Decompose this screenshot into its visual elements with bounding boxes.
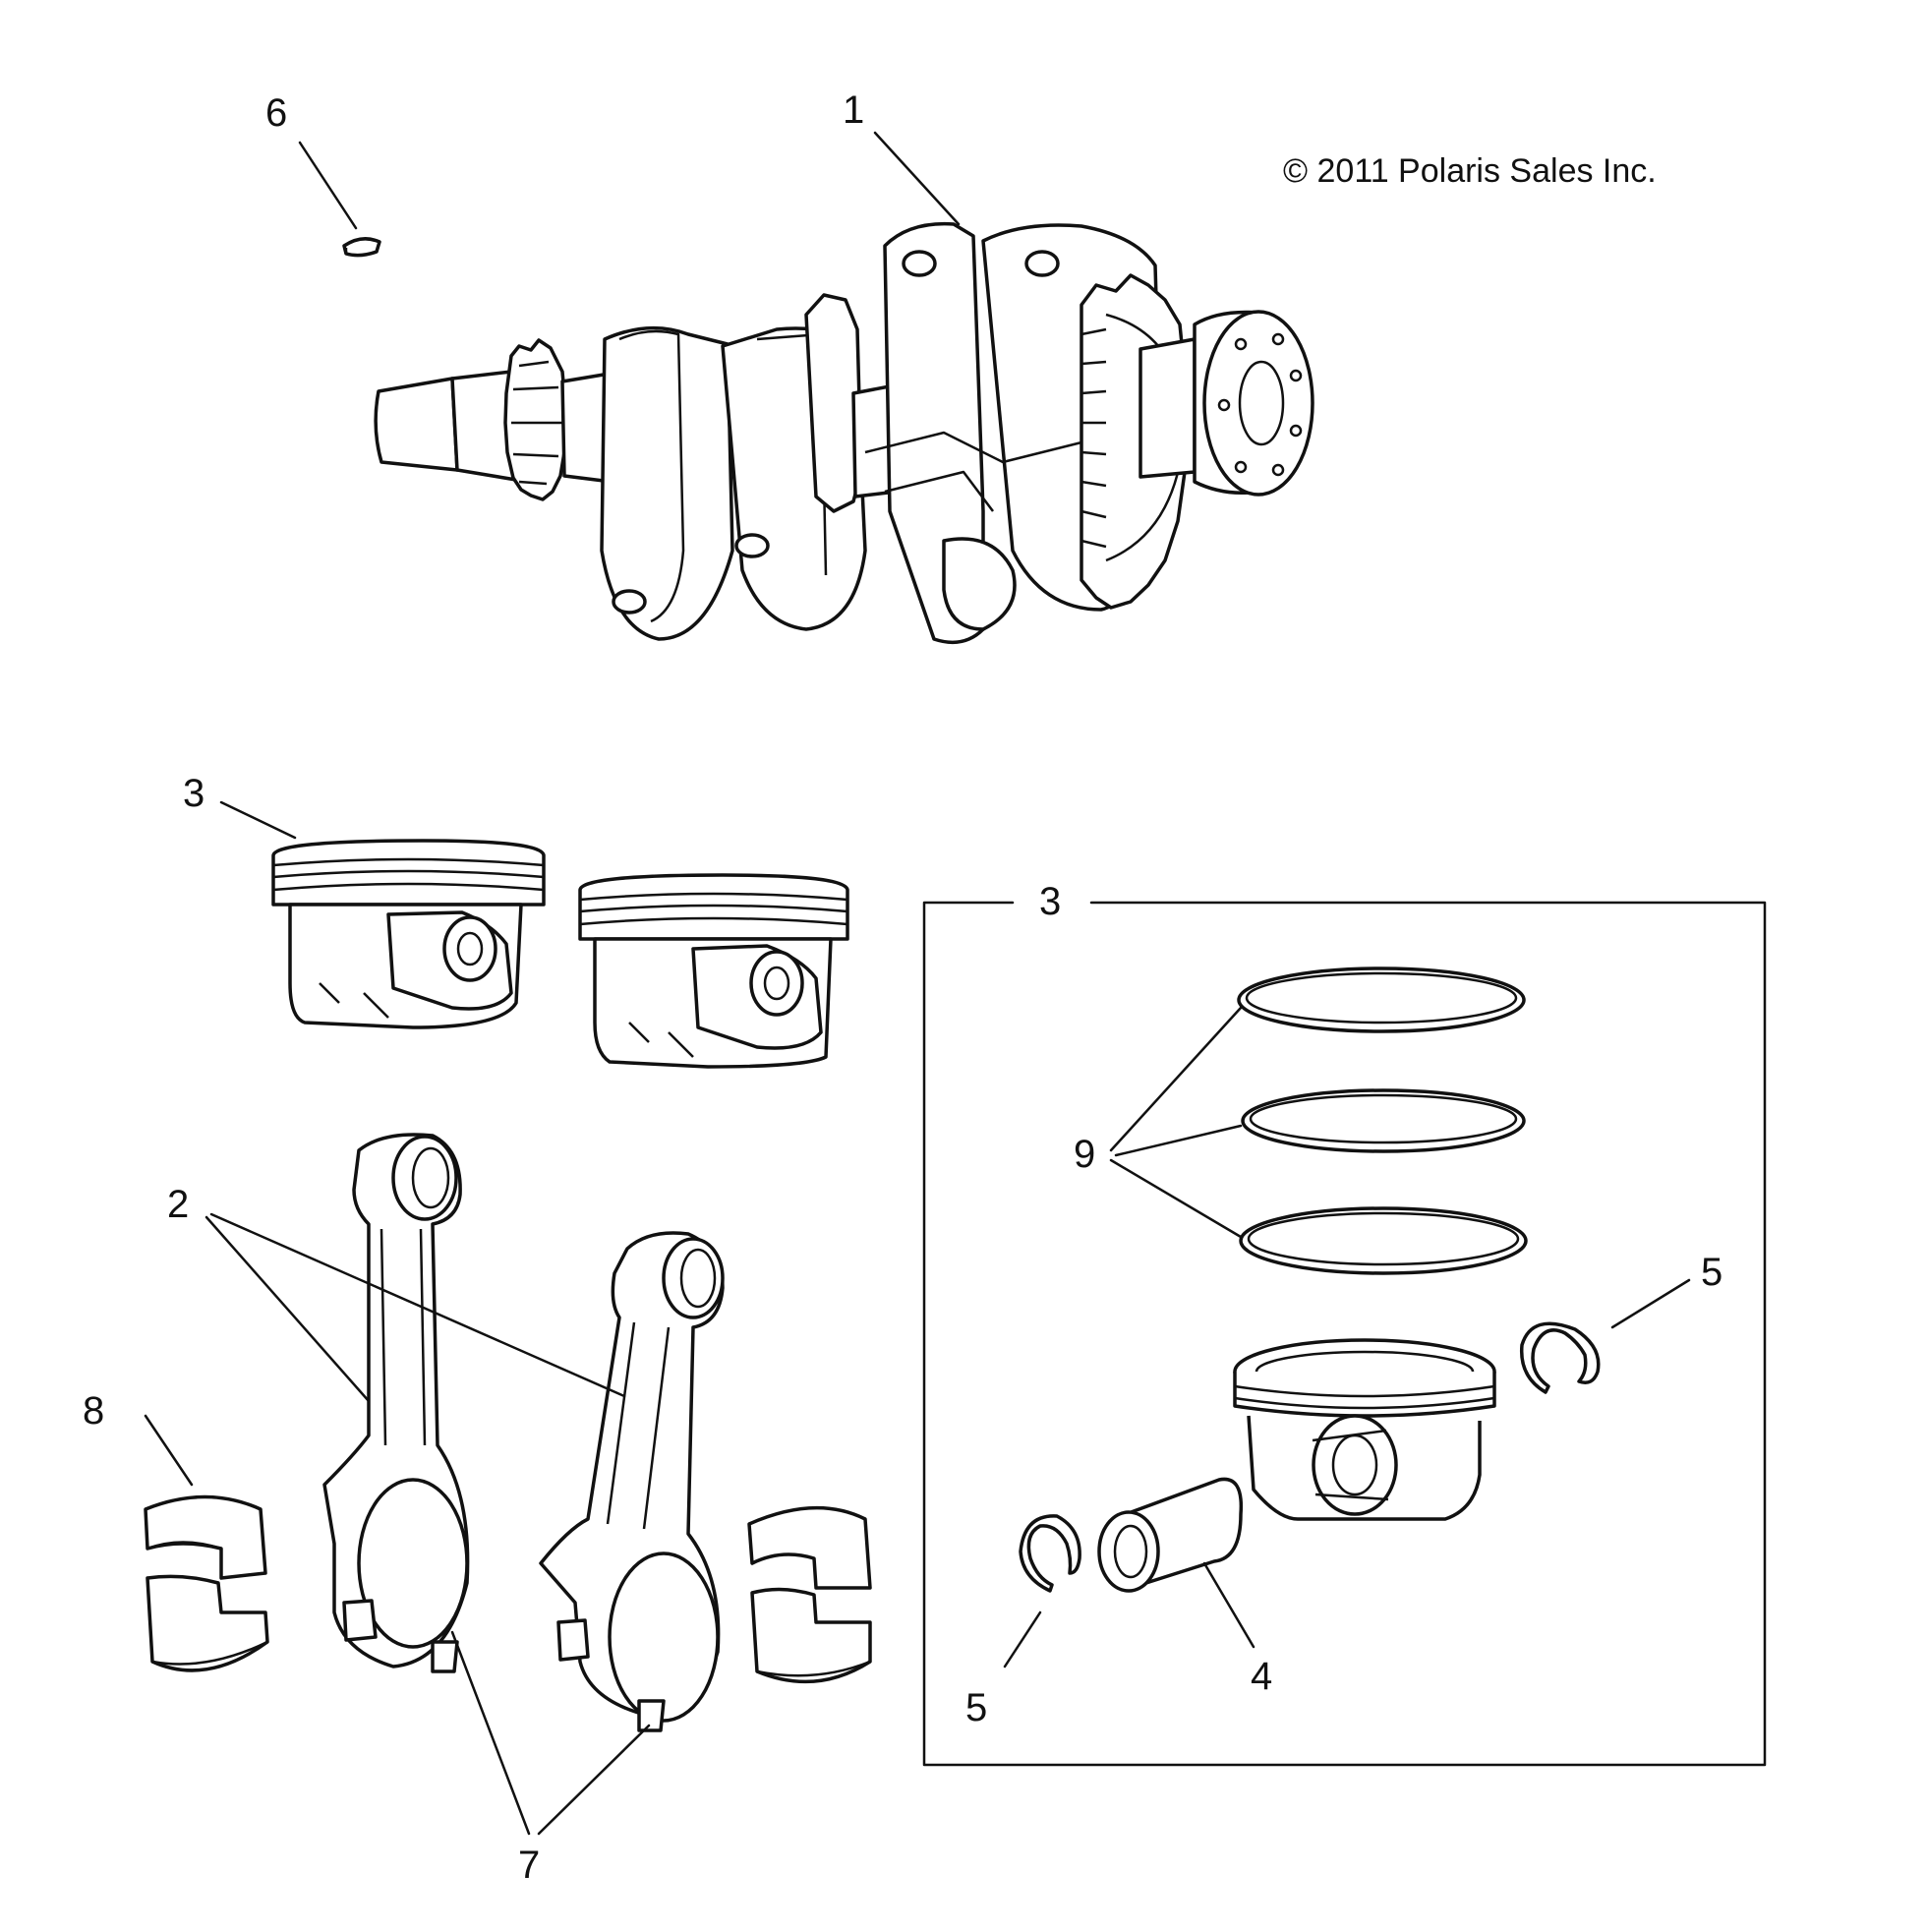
callout-labels: 6 1 3 3 9 2 8 5 5 4 7 (83, 88, 1723, 1887)
callout-1: 1 (843, 88, 864, 132)
crankshaft (374, 221, 1314, 645)
callout-9: 9 (1074, 1133, 1095, 1176)
connecting-rod-left (322, 1133, 470, 1673)
callout-5-right: 5 (1701, 1251, 1723, 1294)
bearing-shell-left (144, 1494, 269, 1672)
wrist-pin (1097, 1477, 1244, 1593)
piston-ring-1 (1237, 966, 1526, 1033)
connecting-rod-right (539, 1231, 725, 1732)
leader-lines (144, 131, 1691, 1836)
callout-2: 2 (167, 1183, 189, 1226)
callout-8: 8 (83, 1389, 104, 1433)
circlip-left (1019, 1514, 1081, 1593)
callout-3-top: 3 (183, 772, 204, 815)
piston-kit-box (922, 901, 1767, 1767)
callout-3-box: 3 (1039, 880, 1061, 923)
bearing-shell-right (747, 1505, 872, 1684)
callout-7: 7 (518, 1844, 540, 1887)
piston-left (271, 839, 546, 1029)
piston-ring-2 (1241, 1088, 1526, 1153)
callout-5-left: 5 (965, 1686, 987, 1729)
piston-ring-3 (1239, 1206, 1528, 1275)
copyright-text: © 2011 Polaris Sales Inc. (1283, 152, 1657, 190)
piston-kit (1233, 1338, 1496, 1521)
callout-4: 4 (1251, 1655, 1272, 1698)
callout-6: 6 (265, 91, 287, 135)
woodruff-key (342, 237, 381, 258)
piston-right (578, 873, 849, 1069)
circlip-right (1519, 1321, 1601, 1394)
